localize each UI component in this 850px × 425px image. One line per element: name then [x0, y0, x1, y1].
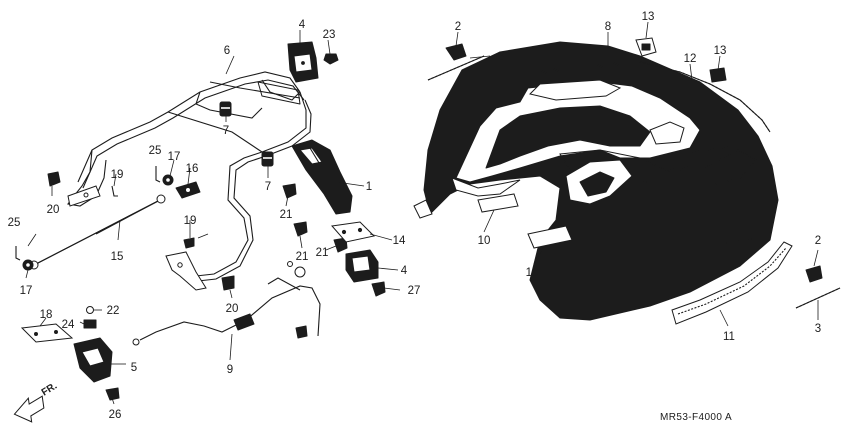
bolt-part-19-lower	[183, 237, 195, 249]
callout-21-c: 21	[316, 247, 329, 259]
bolt-part-20-left	[47, 171, 61, 187]
front-direction-arrow: FR.	[13, 381, 60, 423]
callout-10-upper: 10	[478, 235, 491, 247]
latch-bracket-part-4-lower	[345, 249, 379, 283]
callout-6: 6	[224, 45, 230, 57]
latch-assembly-part-5	[73, 337, 113, 383]
callout-1: 1	[366, 181, 372, 193]
rubber-bush-part-7-lower	[261, 151, 274, 167]
callout-23: 23	[323, 29, 336, 41]
clip-part-25-upper	[155, 166, 161, 183]
callout-9: 9	[227, 364, 233, 376]
callout-5: 5	[131, 362, 137, 374]
callout-13-left: 13	[642, 11, 655, 23]
hinge-plate-part-14	[331, 221, 376, 243]
callout-26: 26	[109, 409, 122, 421]
rubber-stopper-part-2-upper	[445, 43, 467, 61]
gasket-part-12	[639, 61, 771, 133]
bolt-part-21-b	[293, 221, 308, 237]
rubber-strip-part-3-lower	[795, 287, 841, 309]
stay-plate-part-18	[20, 323, 74, 343]
caution-label-part-10-lower	[527, 225, 573, 249]
callout-13-right: 13	[714, 45, 727, 57]
rubber-bush-part-7-upper	[219, 101, 232, 117]
callout-12: 12	[684, 53, 697, 65]
callout-10-lower: 10	[526, 267, 539, 279]
caution-label-part-10-upper	[477, 193, 519, 213]
callout-15: 15	[111, 251, 124, 263]
clip-part-19-upper	[111, 185, 118, 197]
callout-19-upper: 19	[111, 169, 124, 181]
nut-part-24	[83, 319, 97, 329]
callout-numbers: 4 23 6 7 7 1 21 21 21 14 4 27 25 17 16 1…	[8, 11, 822, 421]
callout-25-upper: 25	[149, 145, 162, 157]
release-cable-part-9	[132, 261, 321, 346]
seal-strip-part-11	[671, 241, 793, 325]
callout-24: 24	[62, 319, 75, 331]
callout-3-upper: 3	[498, 51, 504, 63]
damper-stay-part-16	[175, 181, 201, 199]
callout-17-lower: 17	[20, 285, 33, 297]
clip-part-13-right	[709, 67, 727, 83]
hinge-bracket-part-1	[291, 139, 353, 215]
callout-20-left: 20	[47, 204, 60, 216]
rubber-strip-part-3-upper	[427, 55, 485, 81]
leader-lines	[25, 21, 819, 405]
bolt-part-21-a	[282, 183, 297, 199]
callout-3-lower: 3	[815, 323, 821, 335]
callout-27: 27	[408, 285, 421, 297]
screw-part-22	[86, 306, 94, 314]
callout-17-upper: 17	[168, 151, 181, 163]
bolt-part-26	[105, 387, 120, 401]
trunk-shell-part-8	[413, 41, 779, 321]
callout-4-upper: 4	[299, 19, 306, 31]
clip-part-25-lower	[15, 246, 21, 261]
washer-part-17-upper	[162, 174, 174, 186]
callout-2-upper: 2	[455, 21, 461, 33]
clip-part-13-left	[635, 37, 657, 57]
callout-8: 8	[605, 21, 611, 33]
callout-11: 11	[723, 331, 735, 343]
callout-7-lower: 7	[265, 181, 271, 193]
washer-part-17-lower	[22, 259, 34, 271]
front-direction-label: FR.	[40, 381, 60, 399]
bolt-part-23	[323, 53, 339, 65]
callout-7-upper: 7	[223, 125, 229, 137]
rubber-stopper-part-2-lower	[805, 265, 823, 283]
callout-18: 18	[40, 309, 53, 321]
bolt-part-27	[371, 281, 386, 297]
callout-21-a: 21	[280, 209, 293, 221]
diagram-reference-code: MR53-F4000 A	[660, 412, 732, 423]
callout-22: 22	[107, 305, 120, 317]
callout-16: 16	[186, 163, 199, 175]
callout-20-lower: 20	[226, 303, 239, 315]
gas-damper-part-15	[29, 194, 166, 270]
grab-rail-bracket-part-4-upper	[287, 41, 319, 83]
bolt-part-20-lower	[221, 275, 235, 291]
callout-4-lower: 4	[401, 265, 408, 277]
callout-25-lower: 25	[8, 217, 21, 229]
callout-14: 14	[393, 235, 406, 247]
callout-21-b: 21	[296, 251, 309, 263]
callout-2-lower: 2	[815, 235, 821, 247]
callout-19-lower: 19	[184, 215, 197, 227]
carrier-frame-part-6	[67, 71, 312, 291]
bolt-part-21-c	[333, 237, 348, 253]
